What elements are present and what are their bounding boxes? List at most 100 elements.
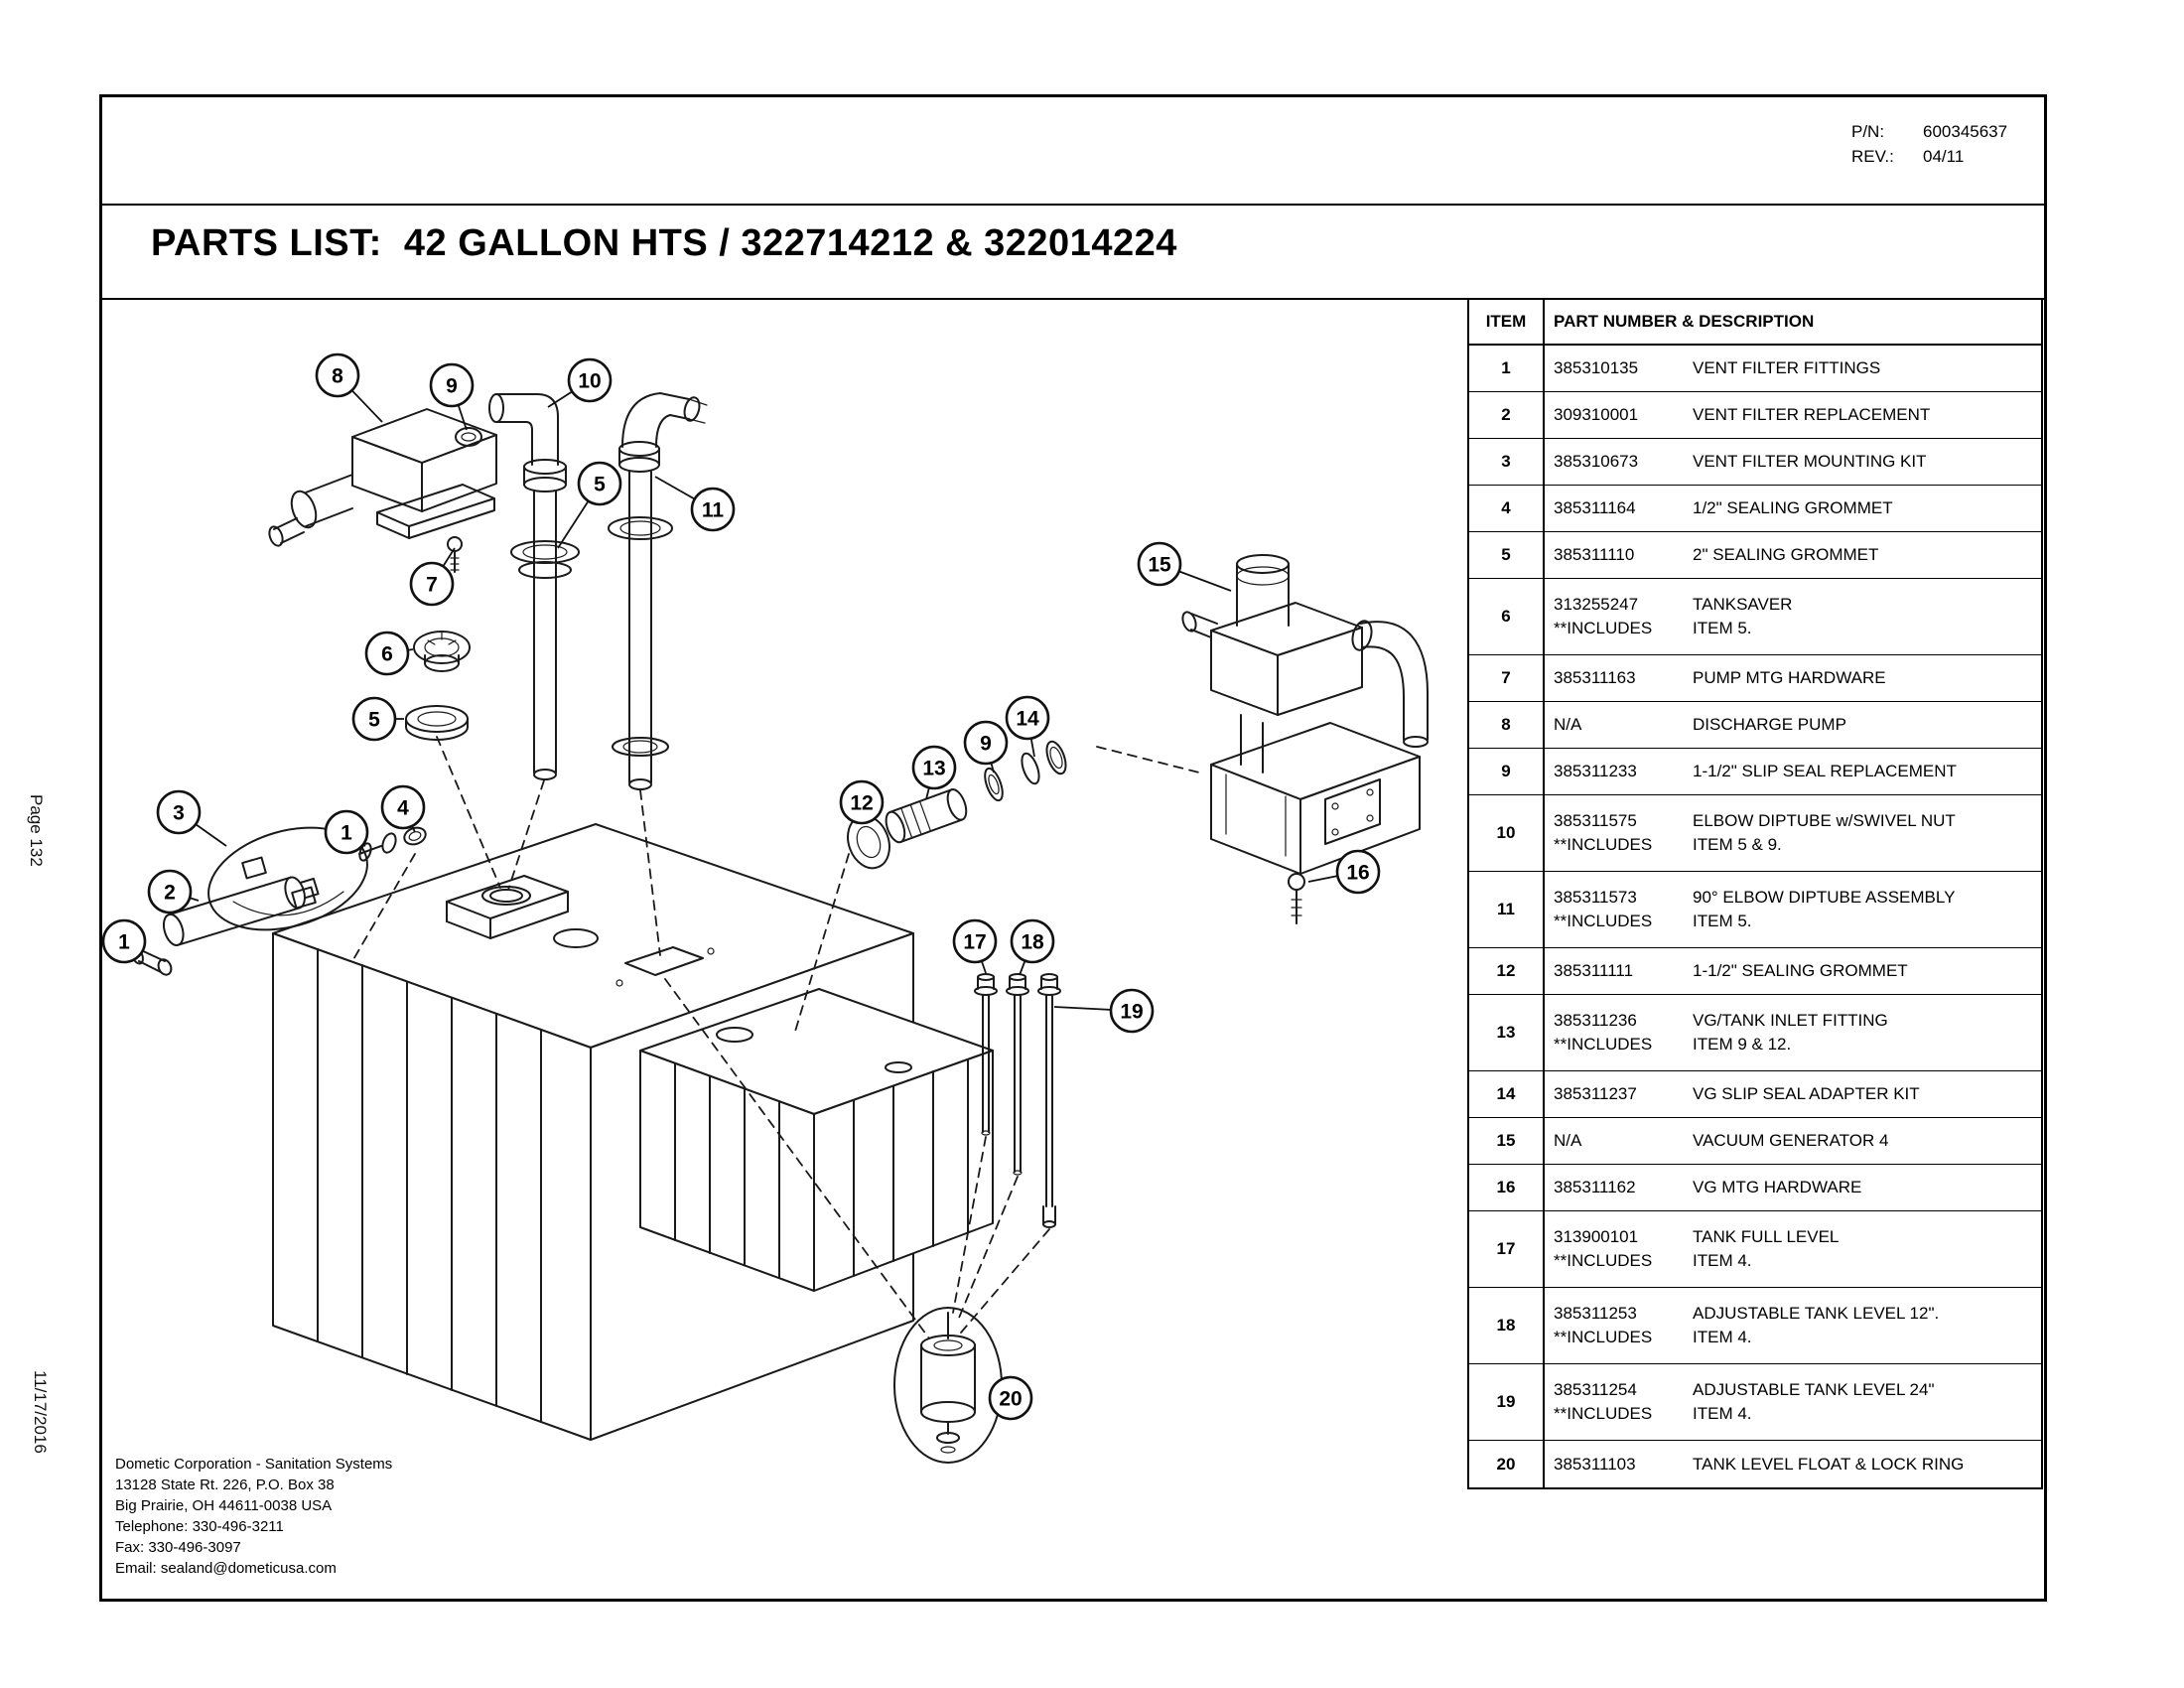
vacuum-generator (1181, 554, 1429, 875)
column-header-item: ITEM (1469, 300, 1545, 344)
row-description: DISCHARGE PUMP (1693, 715, 1846, 734)
pn-label: P/N: (1851, 122, 1885, 141)
row-item-number: 2 (1469, 392, 1545, 438)
svg-text:6: 6 (381, 643, 393, 666)
row-description: VG/TANK INLET FITTING (1693, 1011, 1888, 1030)
table-row: 9 385311233 1-1/2" SLIP SEAL REPLACEMENT (1469, 749, 2041, 795)
svg-text:1: 1 (118, 931, 130, 954)
row-note: **INCLUDES ITEM 5. (1554, 912, 1752, 930)
row-note: **INCLUDES ITEM 4. (1554, 1404, 1752, 1423)
row-item-number: 9 (1469, 749, 1545, 794)
row-part-number: 385311237 (1554, 1084, 1637, 1103)
rev-label: REV.: (1851, 147, 1894, 166)
row-item-number: 10 (1469, 795, 1545, 871)
svg-text:20: 20 (999, 1388, 1022, 1411)
svg-text:2: 2 (164, 882, 176, 905)
svg-text:11: 11 (702, 499, 725, 522)
table-row: 7 385311163 PUMP MTG HARDWARE (1469, 655, 2041, 702)
row-description: 1/2" SEALING GROMMET (1693, 498, 1893, 517)
table-row: 13 385311236 VG/TANK INLET FITTING **INC… (1469, 995, 2041, 1071)
row-description: ELBOW DIPTUBE w/SWIVEL NUT (1693, 811, 1956, 830)
row-description: 1-1/2" SLIP SEAL REPLACEMENT (1693, 762, 1957, 780)
callout-6: 6 (364, 631, 414, 676)
row-item-number: 1 (1469, 346, 1545, 391)
svg-text:15: 15 (1148, 554, 1171, 577)
row-item-number: 11 (1469, 872, 1545, 947)
callout-5: 5 (557, 461, 622, 549)
callout-3: 3 (156, 789, 227, 847)
row-description: TANK FULL LEVEL (1693, 1227, 1840, 1246)
row-note: **INCLUDES ITEM 9 & 12. (1554, 1035, 1792, 1054)
table-row: 20 385311103 TANK LEVEL FLOAT & LOCK RIN… (1469, 1441, 2041, 1487)
callout-1: 1 (101, 918, 147, 964)
table-row: 5 385311110 2" SEALING GROMMET (1469, 532, 2041, 579)
callout-17: 17 (952, 918, 998, 974)
table-row: 18 385311253 ADJUSTABLE TANK LEVEL 12". … (1469, 1288, 2041, 1364)
discharge-pump-assembly (268, 408, 497, 547)
company-info-line: 13128 State Rt. 226, P.O. Box 38 (115, 1477, 335, 1493)
row-part-number: 385311573 (1554, 888, 1637, 907)
row-description: VG MTG HARDWARE (1693, 1178, 1862, 1196)
rev-value: 04/11 (1923, 147, 1965, 166)
table-row: 4 385311164 1/2" SEALING GROMMET (1469, 486, 2041, 532)
tank-right-section (639, 988, 994, 1292)
table-row: 14 385311237 VG SLIP SEAL ADAPTER KIT (1469, 1071, 2041, 1118)
parts-table-header: ITEM PART NUMBER & DESCRIPTION (1469, 300, 2041, 346)
row-part-number: N/A (1554, 1131, 1582, 1150)
row-description: TANKSAVER (1693, 595, 1793, 614)
row-item-number: 5 (1469, 532, 1545, 578)
table-row: 19 385311254 ADJUSTABLE TANK LEVEL 24" *… (1469, 1364, 2041, 1441)
callout-9: 9 (963, 720, 1009, 774)
row-part-number: 309310001 (1554, 405, 1639, 424)
row-part-number: 385311575 (1554, 811, 1637, 830)
pn-rev-block: P/N: 600345637 REV.: 04/11 (1851, 119, 2007, 169)
svg-text:7: 7 (426, 574, 438, 597)
row-item-number: 3 (1469, 439, 1545, 485)
sealing-grommet-2in (405, 705, 469, 741)
table-row: 10 385311575 ELBOW DIPTUBE w/SWIVEL NUT … (1469, 795, 2041, 872)
svg-text:17: 17 (963, 931, 986, 954)
row-description: VENT FILTER REPLACEMENT (1693, 405, 1931, 424)
svg-text:13: 13 (922, 758, 945, 780)
row-item-number: 20 (1469, 1441, 1545, 1487)
table-row: 2 309310001 VENT FILTER REPLACEMENT (1469, 392, 2041, 439)
callout-1: 1 (324, 809, 369, 855)
svg-text:16: 16 (1346, 862, 1369, 885)
callout-10: 10 (547, 357, 613, 408)
callout-11: 11 (654, 476, 736, 532)
row-item-number: 4 (1469, 486, 1545, 531)
row-item-number: 13 (1469, 995, 1545, 1070)
svg-text:9: 9 (980, 733, 992, 756)
row-part-number: 385310673 (1554, 452, 1639, 471)
callout-5: 5 (351, 696, 404, 742)
row-part-number: 385310135 (1554, 358, 1639, 377)
svg-text:14: 14 (1016, 708, 1039, 731)
inlet-fitting-chain (847, 740, 1067, 870)
row-item-number: 16 (1469, 1165, 1545, 1210)
table-row: 8 N/A DISCHARGE PUMP (1469, 702, 2041, 749)
svg-text:1: 1 (341, 822, 352, 845)
company-info-line: Telephone: 330-496-3211 (115, 1518, 284, 1535)
row-description: 1-1/2" SEALING GROMMET (1693, 961, 1908, 980)
svg-text:5: 5 (594, 474, 606, 496)
vent-filter-group (130, 826, 427, 976)
svg-text:10: 10 (578, 370, 601, 393)
row-part-number: 385311111 (1554, 961, 1634, 980)
side-page-number: Page 132 (27, 794, 46, 867)
row-item-number: 19 (1469, 1364, 1545, 1440)
table-row: 17 313900101 TANK FULL LEVEL **INCLUDES … (1469, 1211, 2041, 1288)
row-item-number: 14 (1469, 1071, 1545, 1117)
svg-text:18: 18 (1021, 931, 1044, 954)
row-description: ADJUSTABLE TANK LEVEL 12". (1693, 1304, 1940, 1323)
callout-12: 12 (839, 779, 885, 825)
assembly-guide-lines (351, 736, 1200, 1339)
company-info-line: Fax: 330-496-3097 (115, 1539, 241, 1556)
vg-mounting-screw (1288, 873, 1305, 924)
svg-text:4: 4 (397, 797, 409, 820)
svg-text:8: 8 (332, 365, 343, 388)
company-info-line: Email: sealand@dometicusa.com (115, 1560, 337, 1577)
row-part-number: 385311253 (1554, 1304, 1637, 1323)
callout-18: 18 (1010, 918, 1055, 976)
title-divider-line (99, 298, 2047, 300)
